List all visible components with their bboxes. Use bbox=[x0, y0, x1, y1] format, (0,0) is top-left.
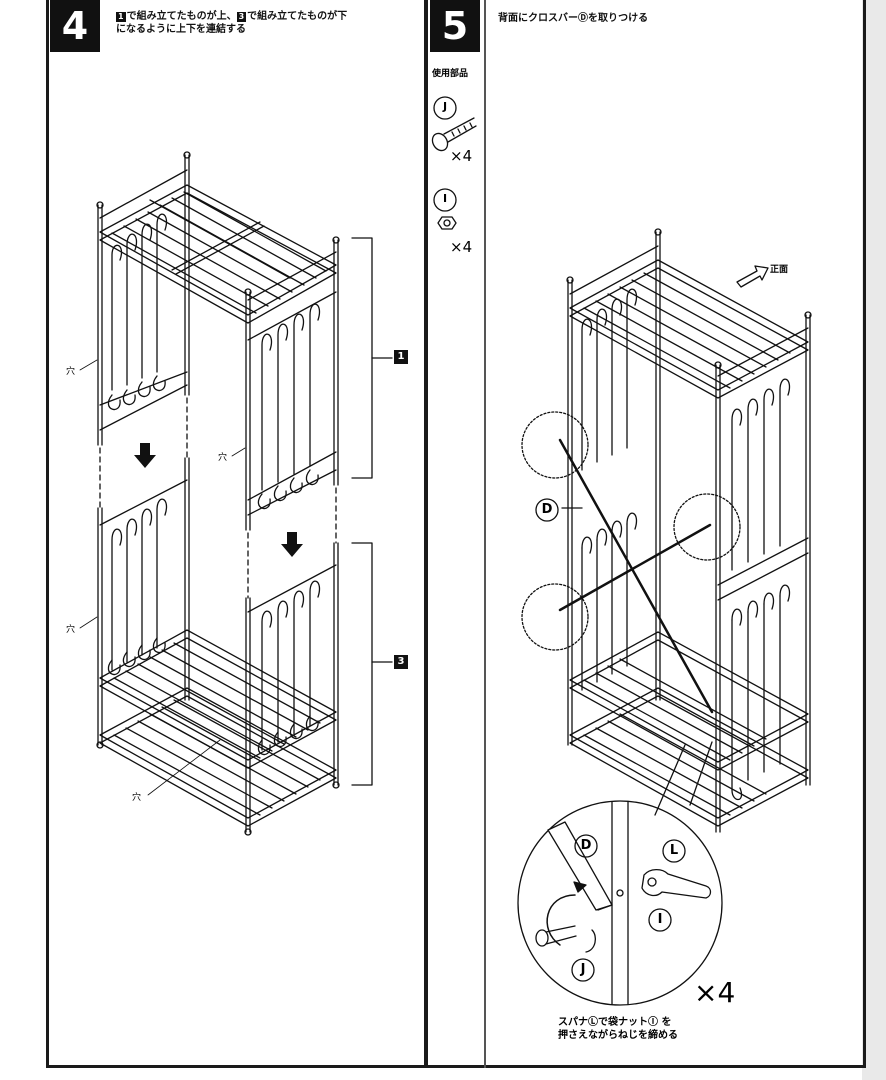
group-brackets bbox=[351, 237, 408, 786]
cap-nut-icon bbox=[437, 216, 457, 230]
tightening-note-line1: スパナⓁで袋ナットⒾ を bbox=[558, 1017, 672, 1028]
tightening-note-line2: 押さえながらねじを締める bbox=[558, 1030, 678, 1041]
part-i-letter: I bbox=[442, 192, 448, 205]
part-i-qty: ×4 bbox=[450, 238, 473, 256]
crossbar-label: D bbox=[541, 502, 553, 517]
badge-3: 3 bbox=[236, 12, 247, 22]
hole-label-1: 穴 bbox=[66, 367, 76, 377]
step-4-instruction-line2: になるように上下を連結する bbox=[116, 24, 246, 35]
step-4-instruction-part-a: で組み立てたものが上、 bbox=[126, 11, 237, 22]
step-5-number: 5 bbox=[430, 0, 480, 52]
step-4-number: 4 bbox=[50, 0, 100, 52]
group-label-1: 1 bbox=[397, 351, 405, 362]
arrow-down-icon bbox=[134, 443, 303, 557]
badge-1: 1 bbox=[116, 12, 126, 22]
tightening-note: スパナⓁで袋ナットⒾ を 押さえながらねじを締める bbox=[558, 1016, 678, 1042]
screw-icon bbox=[431, 117, 477, 152]
page-edge bbox=[862, 0, 886, 1080]
screw-icon bbox=[535, 925, 577, 947]
hole-label-2: 穴 bbox=[218, 453, 228, 463]
part-j-qty: ×4 bbox=[450, 147, 473, 165]
part-j-letter: J bbox=[442, 100, 448, 113]
parts-heading: 使用部品 bbox=[432, 69, 469, 79]
detail-label-i: I bbox=[657, 912, 663, 927]
detail-view bbox=[517, 800, 723, 1006]
top-shelf-unit bbox=[96, 151, 340, 531]
step-divider bbox=[424, 0, 428, 1068]
step-4-instruction-part-b: で組み立てたものが下 bbox=[247, 11, 348, 22]
detail-label-j: J bbox=[580, 962, 586, 977]
parts-column bbox=[428, 0, 486, 1068]
group-label-3: 3 bbox=[397, 656, 405, 667]
front-label: 正面 bbox=[770, 265, 789, 275]
hole-pointers bbox=[79, 359, 246, 796]
bottom-shelf-unit bbox=[96, 457, 340, 836]
step-5-instruction: 背面にクロスバーⒹを取りつける bbox=[498, 13, 649, 24]
wrench-icon bbox=[641, 868, 712, 899]
hole-label-3: 穴 bbox=[66, 625, 76, 635]
page-frame bbox=[46, 0, 866, 1068]
detail-qty: ×4 bbox=[694, 976, 736, 1009]
detail-label-d: D bbox=[580, 838, 592, 853]
step5-shelf-unit bbox=[521, 228, 812, 833]
hole-label-4: 穴 bbox=[132, 793, 142, 803]
detail-label-l: L bbox=[669, 843, 679, 858]
connector-guides bbox=[99, 397, 337, 599]
parts-list bbox=[431, 96, 477, 230]
rotation-arrow-icon bbox=[546, 881, 597, 953]
